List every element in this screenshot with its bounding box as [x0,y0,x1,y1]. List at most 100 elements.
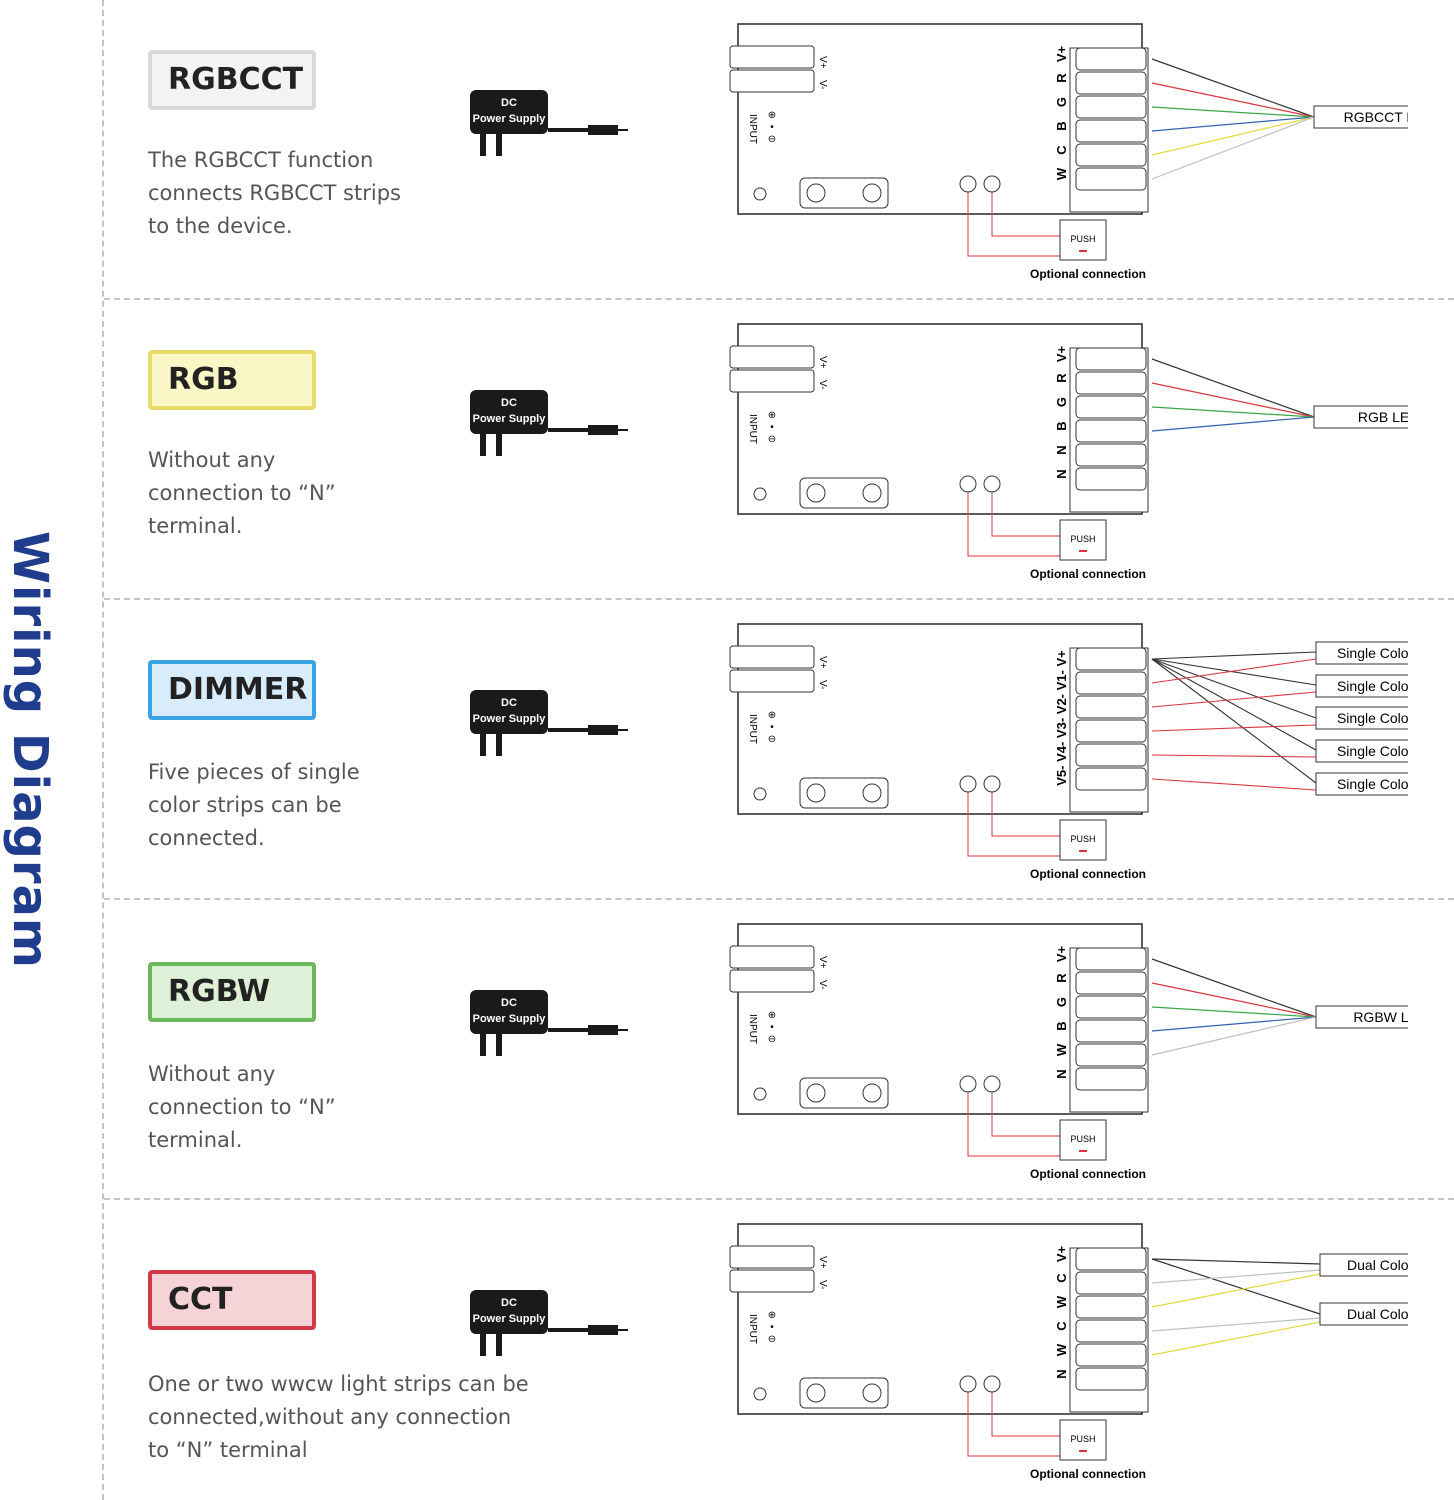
wiring-diagram: DC Power Supply V+ V- INPUT ⊕ • ⊖ [470,623,1408,881]
description-line: Without any [148,448,276,472]
led-strip-label: Single Color LED Strip [1337,743,1408,759]
mode-description: One or two wwcw light strips can be conn… [148,1368,529,1467]
optional-connection-label: Optional connection [1030,567,1146,581]
strip-wires [1151,651,1317,791]
description-line: connects RGBCCT strips [148,181,401,205]
power-supply: DC Power Supply [470,90,628,156]
led-strip-box: Dual Color LED Strip [1319,1302,1408,1326]
led-strip-box: RGB LED Strip [1313,405,1408,429]
led-strip-box: RGBCCT LED Strip [1313,105,1408,129]
input-label: INPUT [747,714,758,744]
power-supply-line2: Power Supply [473,1313,547,1325]
push-switch: PUSH Optional connection [967,492,1146,581]
polarity-symbol: ⊖ [768,434,776,445]
led-strip-label: Single Color LED Strip [1337,776,1408,792]
terminal-label: W [1054,1343,1069,1356]
push-label: PUSH [1070,234,1095,244]
left-terminal-label: V+ [817,1256,828,1269]
terminal-label: C [1054,1273,1069,1283]
mode-badge: RGBCCT [148,50,316,110]
led-strip-box: Single Color LED Strip [1315,739,1408,763]
power-supply-line2: Power Supply [473,113,547,125]
polarity-symbol: ⊕ [768,710,776,721]
push-label: PUSH [1070,534,1095,544]
led-strip-label: Single Color LED Strip [1337,645,1408,661]
strip-wires [1151,958,1317,1056]
optional-connection-label: Optional connection [1030,1167,1146,1181]
mode-badge: RGBW [148,962,316,1022]
left-terminal-label: V+ [817,356,828,369]
terminal-label: V+ [1054,345,1069,362]
terminal-label: V+ [1054,1245,1069,1262]
polarity-symbol: • [770,722,774,733]
description-line: Without any [148,1062,276,1086]
left-terminal-label: V+ [817,56,828,69]
power-supply-line1: DC [501,97,517,109]
wiring-diagram: DC Power Supply V+ V- INPUT ⊕ • ⊖ [470,323,1408,581]
push-switch: PUSH Optional connection [967,1392,1146,1481]
power-supply: DC Power Supply [470,390,628,456]
led-strip-label: Single Color LED Strip [1337,710,1408,726]
power-supply-line1: DC [501,697,517,709]
strip-wires [1151,58,1315,180]
terminal-label: C [1054,145,1069,155]
input-label: INPUT [747,1314,758,1344]
polarity-symbol: • [770,1322,774,1333]
terminal-label: N [1054,445,1069,454]
led-strip-box: Single Color LED Strip [1315,772,1408,796]
terminal-label: B [1054,421,1069,430]
section-rgb: RGB Without any connection to “N” termin… [104,300,1454,598]
terminal-label: G [1054,97,1069,107]
terminal-label: C [1054,1321,1069,1331]
push-label: PUSH [1070,1134,1095,1144]
terminal-label: N [1054,469,1069,478]
terminal-label: W [1054,1043,1069,1056]
mode-badge: CCT [148,1270,316,1330]
polarity-symbol: • [770,1022,774,1033]
power-supply-line2: Power Supply [473,1013,547,1025]
mode-description: The RGBCCT function connects RGBCCT stri… [148,144,401,243]
led-strip-label: Single Color LED Strip [1337,678,1408,694]
terminal-label: V5- V4- V3- V2- V1- V+ [1054,650,1069,786]
terminal-label: B [1054,121,1069,130]
polarity-symbol: • [770,122,774,133]
polarity-symbol: ⊖ [768,1034,776,1045]
polarity-symbol: ⊕ [768,1010,776,1021]
led-strip-label: RGBW LED Strip [1353,1009,1408,1025]
mode-description: Five pieces of single color strips can b… [148,756,360,855]
polarity-symbol: ⊖ [768,734,776,745]
led-strip-box: Single Color LED Strip [1315,674,1408,698]
section-cct: CCT One or two wwcw light strips can be … [104,1200,1454,1500]
section-dimmer: DIMMER Five pieces of single color strip… [104,600,1454,898]
left-terminal-label: V- [817,980,828,989]
mode-description: Without any connection to “N” terminal. [148,444,336,543]
description-line: to “N” terminal [148,1438,308,1462]
description-line: terminal. [148,514,243,538]
section-divider [104,898,1454,900]
power-supply-line1: DC [501,997,517,1009]
led-strip-label: RGBCCT LED Strip [1344,109,1408,125]
led-strip-label: Dual Color LED Strip [1347,1306,1408,1322]
optional-connection-label: Optional connection [1030,267,1146,281]
section-rgbcct: RGBCCT The RGBCCT function connects RGBC… [104,0,1454,298]
left-terminal-label: V+ [817,956,828,969]
description-line: connected. [148,826,265,850]
push-switch: PUSH Optional connection [967,192,1146,281]
left-terminal-label: V- [817,1280,828,1289]
mode-badge: DIMMER [148,660,316,720]
terminal-label: W [1054,1295,1069,1308]
input-label: INPUT [747,414,758,444]
description-line: The RGBCCT function [148,148,374,172]
wiring-diagram: DC Power Supply V+ V- INPUT ⊕ • ⊖ [470,1223,1408,1481]
led-strip-label: RGB LED Strip [1358,409,1408,425]
controller-box: V+ V- INPUT ⊕ • ⊖ V+ R G B C [729,23,1149,215]
left-terminal-label: V- [817,680,828,689]
terminal-label: R [1054,73,1069,83]
description-line: connected,without any connection [148,1405,512,1429]
power-supply-line2: Power Supply [473,713,547,725]
optional-connection-label: Optional connection [1030,1467,1146,1481]
polarity-symbol: ⊕ [768,1310,776,1321]
description-line: color strips can be [148,793,342,817]
controller-box: V+ V- INPUT ⊕ • ⊖ V+ R G B N [729,323,1149,515]
led-strip-box: RGBW LED Strip [1315,1005,1408,1029]
